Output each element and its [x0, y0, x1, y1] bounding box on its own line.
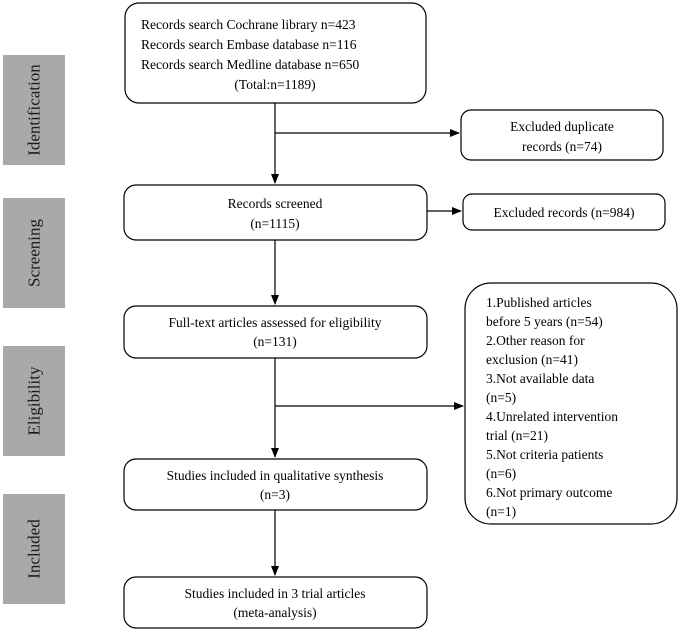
fulltext-assessed-count: (n=131): [253, 334, 297, 349]
exclusion-reason-line: 1.Published articles: [486, 295, 592, 310]
excluded-duplicates-box: Excluded duplicate records (n=74): [460, 109, 664, 161]
excluded-records-label: Excluded records (n=984): [493, 205, 634, 220]
exclusion-reason-line: 3.Not available data: [486, 371, 594, 386]
stage-screening-label: Screening: [25, 219, 44, 287]
fulltext-assessed-box: Full-text articles assessed for eligibil…: [123, 305, 428, 359]
stage-eligibility: Eligibility: [3, 346, 65, 456]
exclusion-reason-line: (n=1): [486, 504, 516, 519]
qualitative-synthesis-box: Studies included in qualitative synthesi…: [123, 458, 428, 511]
records-screened-count: (n=1115): [250, 216, 299, 231]
qualitative-synthesis-count: (n=3): [260, 487, 290, 502]
stage-included: Included: [3, 494, 65, 604]
records-search-cochrane: Records search Cochrane library n=423: [141, 17, 356, 32]
meta-analysis-label: Studies included in 3 trial articles: [184, 586, 365, 601]
stage-eligibility-label: Eligibility: [25, 366, 44, 435]
exclusion-reason-line: 5.Not criteria patients: [486, 447, 603, 462]
records-search-embase: Records search Embase database n=116: [141, 37, 357, 52]
exclusion-reason-line: trial (n=21): [486, 428, 548, 443]
stage-identification: Identification: [3, 55, 65, 165]
exclusion-reason-line: before 5 years (n=54): [486, 314, 603, 329]
meta-analysis-box: Studies included in 3 trial articles (me…: [123, 576, 428, 629]
exclusion-reason-line: 2.Other reason for: [486, 333, 585, 348]
exclusion-reason-line: exclusion (n=41): [486, 352, 578, 367]
records-search-medline: Records search Medline database n=650: [141, 57, 360, 72]
excluded-duplicates-line2: records (n=74): [522, 139, 602, 154]
exclusion-reasons-box: 1.Published articles before 5 years (n=5…: [464, 282, 678, 525]
qualitative-synthesis-label: Studies included in qualitative synthesi…: [167, 468, 384, 483]
excluded-duplicates-line1: Excluded duplicate: [510, 119, 614, 134]
excluded-records-box: Excluded records (n=984): [462, 193, 666, 231]
records-screened-box: Records screened (n=1115): [123, 184, 428, 241]
records-search-total: (Total:n=1189): [234, 77, 315, 92]
meta-analysis-sublabel: (meta-analysis): [233, 605, 316, 620]
fulltext-assessed-label: Full-text articles assessed for eligibil…: [169, 315, 382, 330]
stage-screening: Screening: [3, 198, 65, 308]
stage-identification-label: Identification: [25, 64, 44, 156]
exclusion-reason-line: (n=5): [486, 390, 516, 405]
exclusion-reason-line: 6.Not primary outcome: [486, 485, 612, 500]
records-screened-label: Records screened: [228, 196, 323, 211]
exclusion-reason-line: 4.Unrelated intervention: [486, 409, 618, 424]
records-search-box: Records search Cochrane library n=423 Re…: [124, 2, 427, 104]
exclusion-reason-line: (n=6): [486, 466, 516, 481]
stage-included-label: Included: [25, 519, 44, 579]
